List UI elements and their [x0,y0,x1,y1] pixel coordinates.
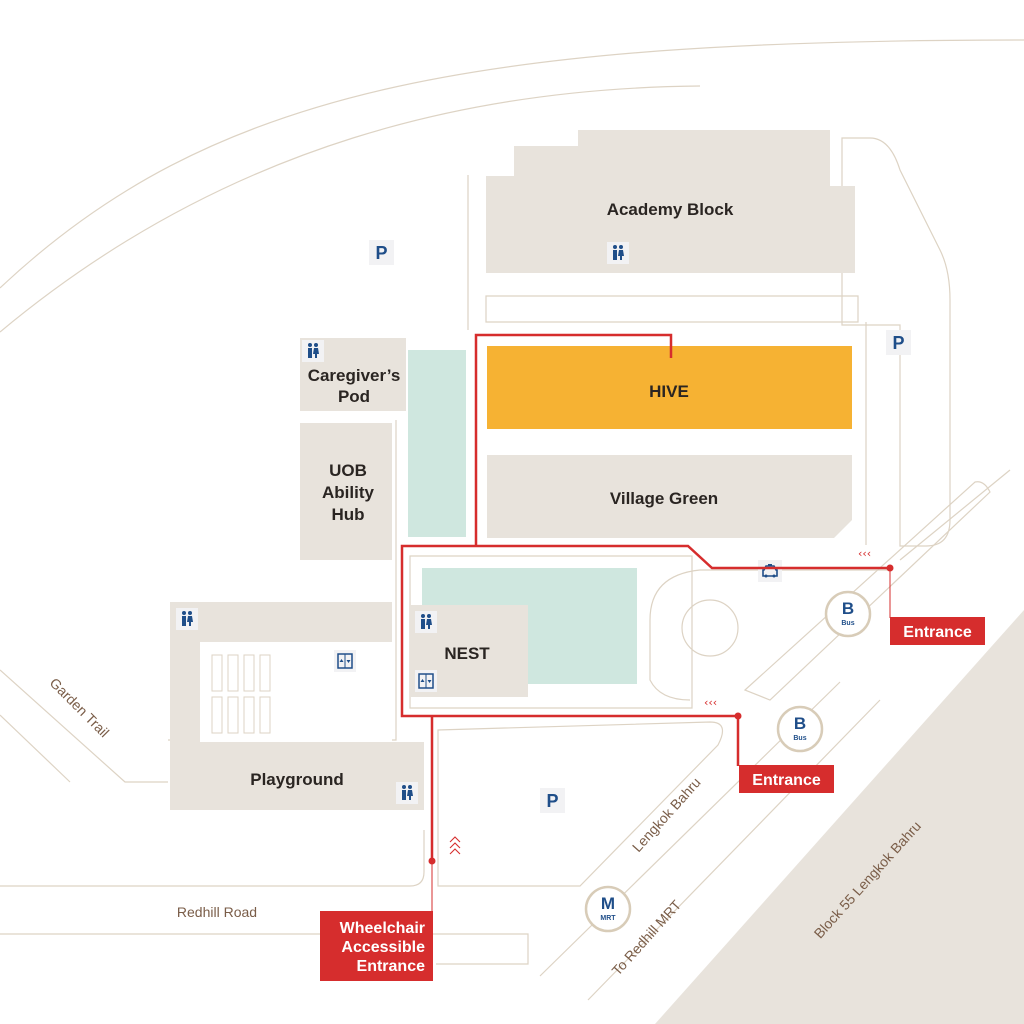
lift-icon [334,650,356,672]
uob-label-1: UOB [329,461,367,480]
garden-trail-edge-2 [0,714,71,783]
restroom-icon [302,340,324,362]
redhill-road-top [0,830,425,887]
restroom-icon [415,611,437,633]
restroom-icon [176,608,198,630]
playground-label: Playground [250,770,344,789]
roundabout [681,599,739,657]
garden-trail-label: Garden Trail [47,675,113,741]
hive-top-corridor [485,295,859,323]
hive-label: HIVE [649,382,689,401]
parking-marker-north: P [369,240,394,265]
lengkok-bahru-label: Lengkok Bahru [629,774,704,855]
svg-text:Accessible: Accessible [341,939,425,956]
garden-trail-edge-1 [0,669,168,783]
svg-text:Entrance: Entrance [903,624,972,641]
caregivers-pod-label-1: Caregiver’s [308,366,401,385]
east-parking-strip [841,137,951,547]
entrance-wheelchair: Wheelchair Accessible Entrance [320,911,433,981]
svg-text:P: P [892,333,904,353]
bus-stop-icon: B Bus [776,705,824,753]
entrance-dot-east [886,564,894,572]
parking-marker-east: P [886,330,911,355]
direction-chevrons-icon [449,836,461,855]
svg-text:Bus: Bus [841,620,854,627]
redhill-road-bottom [0,933,529,965]
entrance-south: Entrance [739,765,834,793]
drop-off-loop [649,569,890,701]
svg-text:B: B [842,599,854,618]
bus-stop-icon: B Bus [824,590,872,638]
svg-text:B: B [794,714,806,733]
academy-block-label: Academy Block [607,200,734,219]
svg-text:M: M [601,894,615,913]
academy-block [486,130,855,273]
restroom-icon [607,242,629,264]
block-55-area [655,610,1024,1024]
caregivers-pod-label-2: Pod [338,387,370,406]
uob-label-2: Ability [322,483,374,502]
road-outlines [0,39,1024,1001]
svg-text:Entrance: Entrance [357,958,426,975]
playground-equipment [211,654,271,734]
restroom-icon [396,782,418,804]
svg-text:Wheelchair: Wheelchair [340,920,425,937]
mrt-station-icon: M MRT [584,885,632,933]
redhill-inner [437,721,724,887]
svg-text:P: P [375,243,387,263]
green-strip [408,350,466,537]
hive-building [487,346,852,429]
village-green-label: Village Green [610,489,718,508]
entrance-dot-south [734,712,742,720]
playground-court [200,642,392,742]
taxi-icon [758,560,782,582]
uob-label-3: Hub [331,505,364,524]
lift-icon [415,670,437,692]
uob-ability-hub [300,423,392,560]
lengkok-right [587,699,881,1001]
east-road-a [743,481,991,701]
main-curve-inner [0,85,701,333]
nest-label: NEST [444,644,490,663]
village-green-building [487,455,852,538]
svg-text:Bus: Bus [793,735,806,742]
direction-chevrons-icon: ‹‹‹ [704,696,717,709]
svg-text:Entrance: Entrance [752,772,821,789]
parking-marker-south: P [540,788,565,813]
entrance-dot-wheelchair [428,857,436,865]
entrance-east: Entrance [890,617,985,645]
svg-text:P: P [546,791,558,811]
direction-chevrons-icon: ‹‹‹ [858,547,871,560]
redhill-road-label: Redhill Road [177,904,257,920]
main-curve-outer [0,39,1024,289]
east-road-b [899,469,1011,561]
svg-text:MRT: MRT [600,915,616,922]
entrance-leaders [431,568,891,912]
